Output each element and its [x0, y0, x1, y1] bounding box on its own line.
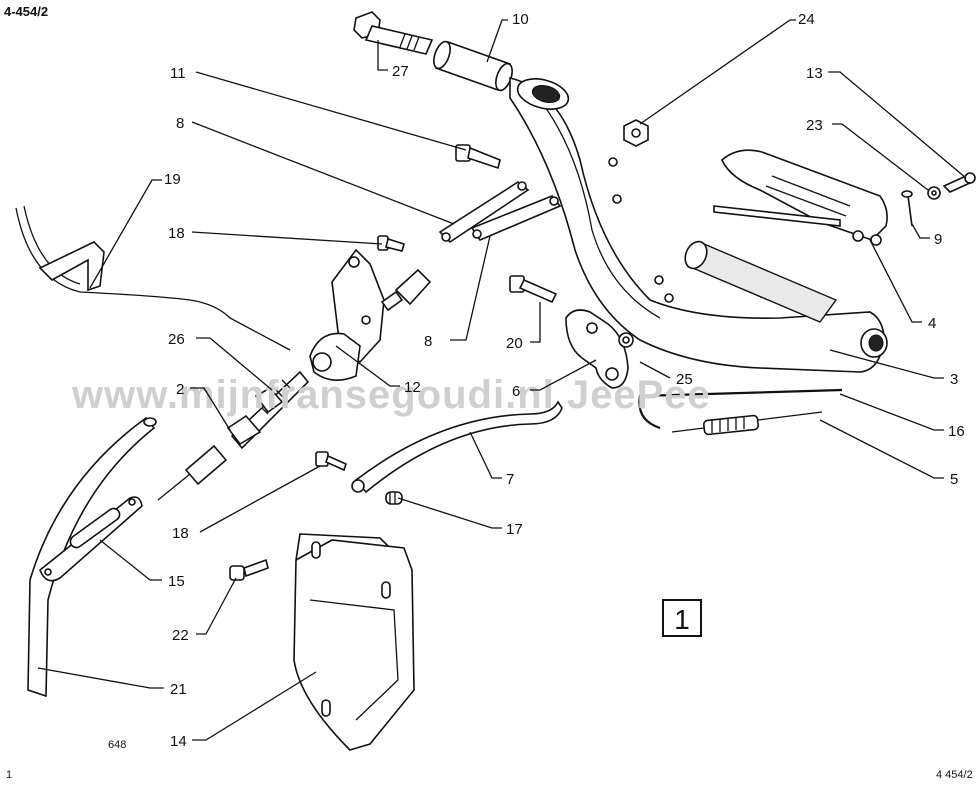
part-15-guide-plate — [39, 496, 143, 582]
callout-7: 7 — [506, 471, 514, 488]
callout-3: 3 — [950, 371, 958, 388]
part-21-strap — [27, 416, 157, 698]
part-17-clip — [385, 491, 403, 505]
callout-20: 20 — [506, 335, 523, 352]
callout-10: 10 — [512, 11, 529, 28]
callout-17: 17 — [506, 521, 523, 538]
callout-24: 24 — [798, 11, 815, 28]
part-3-pedal-arm — [509, 76, 888, 373]
callout-11: 11 — [170, 65, 186, 82]
callout-labels: 27 10 24 11 8 19 18 8 20 13 23 9 4 3 16 … — [164, 11, 965, 750]
part-10-bushing — [433, 40, 513, 92]
part-5-return-spring — [671, 411, 823, 436]
callout-14: 14 — [170, 733, 187, 750]
figure-box-number: 1 — [674, 604, 690, 635]
drawing-reference-top: 4-454/2 — [4, 4, 48, 19]
figure-code: 648 — [108, 739, 126, 751]
part-22-screw — [229, 558, 269, 581]
callout-8-lower: 8 — [424, 333, 432, 350]
callout-25: 25 — [676, 371, 693, 388]
pedal-rod — [713, 205, 841, 227]
callout-19: 19 — [164, 171, 181, 188]
watermark: www.mijnfransegoudi.nl JeePee — [71, 373, 711, 417]
part-4-pedal-pad — [721, 149, 888, 246]
part-18-screw-lower — [315, 451, 347, 472]
callout-6: 6 — [512, 383, 520, 400]
part-24-castle-nut — [623, 119, 649, 147]
part-8-pin-lower — [470, 195, 562, 241]
part-12-cylinder-bracket — [309, 248, 385, 381]
part-2-cable-adjuster — [157, 370, 310, 501]
part-13-screw — [942, 172, 976, 193]
callout-12: 12 — [404, 379, 421, 396]
part-8-pin-upper — [438, 181, 530, 244]
figure-box: 1 — [662, 599, 702, 637]
callout-4: 4 — [928, 315, 936, 332]
callout-13: 13 — [806, 65, 823, 82]
callout-23: 23 — [806, 117, 823, 134]
page-number: 1 — [6, 769, 12, 781]
callout-5: 5 — [950, 471, 958, 488]
part-19-cable-clamp — [15, 205, 291, 351]
part-11-bolt — [455, 144, 501, 170]
callout-27: 27 — [392, 63, 409, 80]
leader-lines — [37, 19, 967, 741]
part-7-link-rod — [351, 400, 563, 494]
part-9-pin — [901, 190, 913, 227]
part-6-bracket — [565, 309, 629, 389]
part-20-bolt — [509, 275, 558, 304]
callout-26: 26 — [168, 331, 185, 348]
part-25-washer — [618, 332, 634, 348]
part-27-bolt — [353, 11, 434, 55]
pushrod-clevis — [380, 268, 432, 312]
callout-9: 9 — [934, 231, 942, 248]
part-14-cover-plate — [293, 533, 415, 751]
callout-18-upper: 18 — [168, 225, 185, 242]
drawing-reference-bottom: 4 454/2 — [936, 769, 973, 781]
part-23-washer — [927, 186, 941, 200]
callout-8-upper: 8 — [176, 115, 184, 132]
callout-21: 21 — [170, 681, 187, 698]
callout-18-lower: 18 — [172, 525, 189, 542]
callout-15: 15 — [168, 573, 185, 590]
part-18-screw-upper — [377, 235, 405, 252]
callout-22: 22 — [172, 627, 189, 644]
part-16-rod — [638, 388, 843, 430]
callout-2: 2 — [176, 381, 184, 398]
callout-16: 16 — [948, 423, 965, 440]
